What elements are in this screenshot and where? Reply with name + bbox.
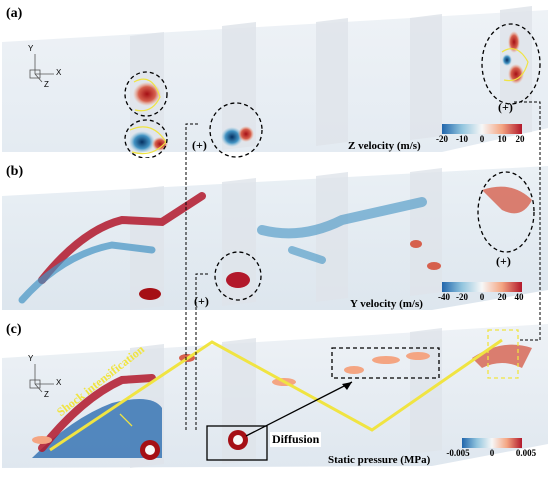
panel-c-plot [2, 324, 548, 468]
shock-band-positive [38, 192, 206, 284]
highlight-box [331, 347, 440, 379]
colorbar-tick: 0 [489, 448, 495, 458]
plus-annotation: (+) [192, 138, 207, 152]
arrow-head-icon [342, 382, 352, 390]
vortex-positive [133, 82, 161, 106]
colorbar-b: -40 -20 0 20 40 [438, 282, 524, 312]
colorbar-title: Static pressure (MPa) [328, 454, 431, 466]
panel-label: (c) [6, 322, 22, 337]
vortex-negative [129, 131, 155, 153]
colorbar-title: Y velocity (m/s) [350, 298, 423, 310]
vortex-positive [410, 240, 422, 248]
vortex-positive [508, 64, 524, 84]
colorbar-gradient [442, 282, 522, 292]
colorbar-tick: 0.005 [515, 448, 537, 458]
diffusion-label: Diffusion [270, 432, 322, 447]
panel-a-plot [2, 6, 548, 158]
highlight-ellipse [124, 71, 168, 117]
vortex-positive [139, 288, 161, 300]
panel-b-plot [2, 166, 548, 310]
vortex-positive [427, 262, 441, 270]
axis-triad-icon [29, 54, 54, 83]
shock-band-negative [288, 246, 326, 264]
colorbar-gradient [442, 124, 522, 134]
axis-y-label: Y [28, 354, 34, 363]
vortex-positive [406, 352, 430, 360]
streamline [501, 48, 529, 82]
plus-annotation: (+) [496, 254, 511, 268]
vortex-positive [152, 137, 168, 151]
axis-y-label: Y [28, 44, 34, 53]
plus-annotation: (+) [498, 100, 513, 114]
vortex-positive [372, 356, 400, 364]
highlight-ellipse [124, 119, 168, 158]
colorbar-gradient [462, 438, 522, 448]
axis-z-label: Z [44, 80, 49, 89]
shock-band-negative [18, 241, 156, 304]
highlight-ellipse [481, 23, 541, 105]
slice-plane [222, 338, 256, 464]
highlight-ellipse [214, 251, 262, 301]
vortex-positive [226, 272, 250, 288]
shock-path-line [49, 338, 503, 452]
low-pressure-region [32, 399, 162, 458]
highlight-ellipse [209, 102, 263, 158]
slice-plane [410, 168, 442, 296]
streamline [129, 126, 167, 155]
panel-c: (c) Y X Z Shock intensification Diffusio… [2, 318, 548, 475]
colorbar-c: -0.005 0 0.005 [446, 438, 536, 468]
colorbar-tick: -20 [436, 134, 448, 144]
slice-plane [410, 14, 442, 140]
panel-a: (a) Y X Z (+) (+) -20 -10 0 10 20 Z velo… [2, 2, 548, 158]
diffusion-arrow [245, 381, 353, 437]
slice-plane [316, 18, 348, 146]
shock-band-negative [257, 197, 427, 239]
vortex-negative [502, 54, 512, 66]
streamline [133, 78, 161, 112]
vortex-positive [238, 126, 254, 142]
vortex-positive [508, 31, 520, 53]
colorbar-tick: 20 [515, 134, 525, 144]
axis-x-label: X [56, 378, 62, 387]
vortex-positive [32, 436, 52, 444]
colorbar-tick: 40 [514, 292, 524, 302]
highlight-box [206, 425, 268, 461]
panel-label: (b) [6, 164, 24, 179]
vortex-core [145, 445, 155, 455]
high-pressure-band [38, 374, 156, 452]
colorbar-tick: 0 [479, 292, 485, 302]
vortex-negative [221, 127, 243, 147]
colorbar-tick: 0 [479, 134, 485, 144]
vortex-positive [344, 366, 364, 374]
colorbar-tick: 10 [497, 134, 507, 144]
vortex-core [233, 435, 243, 445]
vortex-positive [482, 186, 532, 214]
slice-plane [222, 22, 256, 150]
plus-annotation: (+) [194, 294, 209, 308]
panel-label: (a) [6, 6, 23, 21]
colorbar-tick: -40 [438, 292, 450, 302]
colorbar-a: -20 -10 0 10 20 [436, 124, 525, 154]
slice-plane [316, 172, 348, 302]
axis-triad-icon [29, 364, 54, 393]
axis-x-label: X [56, 68, 62, 77]
highlight-box [487, 329, 519, 379]
axis-z-label: Z [44, 390, 49, 399]
colorbar-tick: -0.005 [446, 448, 470, 458]
panel-b: (b) (+) (+) -40 -20 0 20 40 Y velocity (… [2, 160, 548, 316]
colorbar-title: Z velocity (m/s) [348, 140, 421, 152]
colorbar-tick: -10 [456, 134, 468, 144]
colorbar-tick: -20 [456, 292, 468, 302]
colorbar-tick: 20 [497, 292, 507, 302]
shock-arrow [119, 413, 133, 427]
